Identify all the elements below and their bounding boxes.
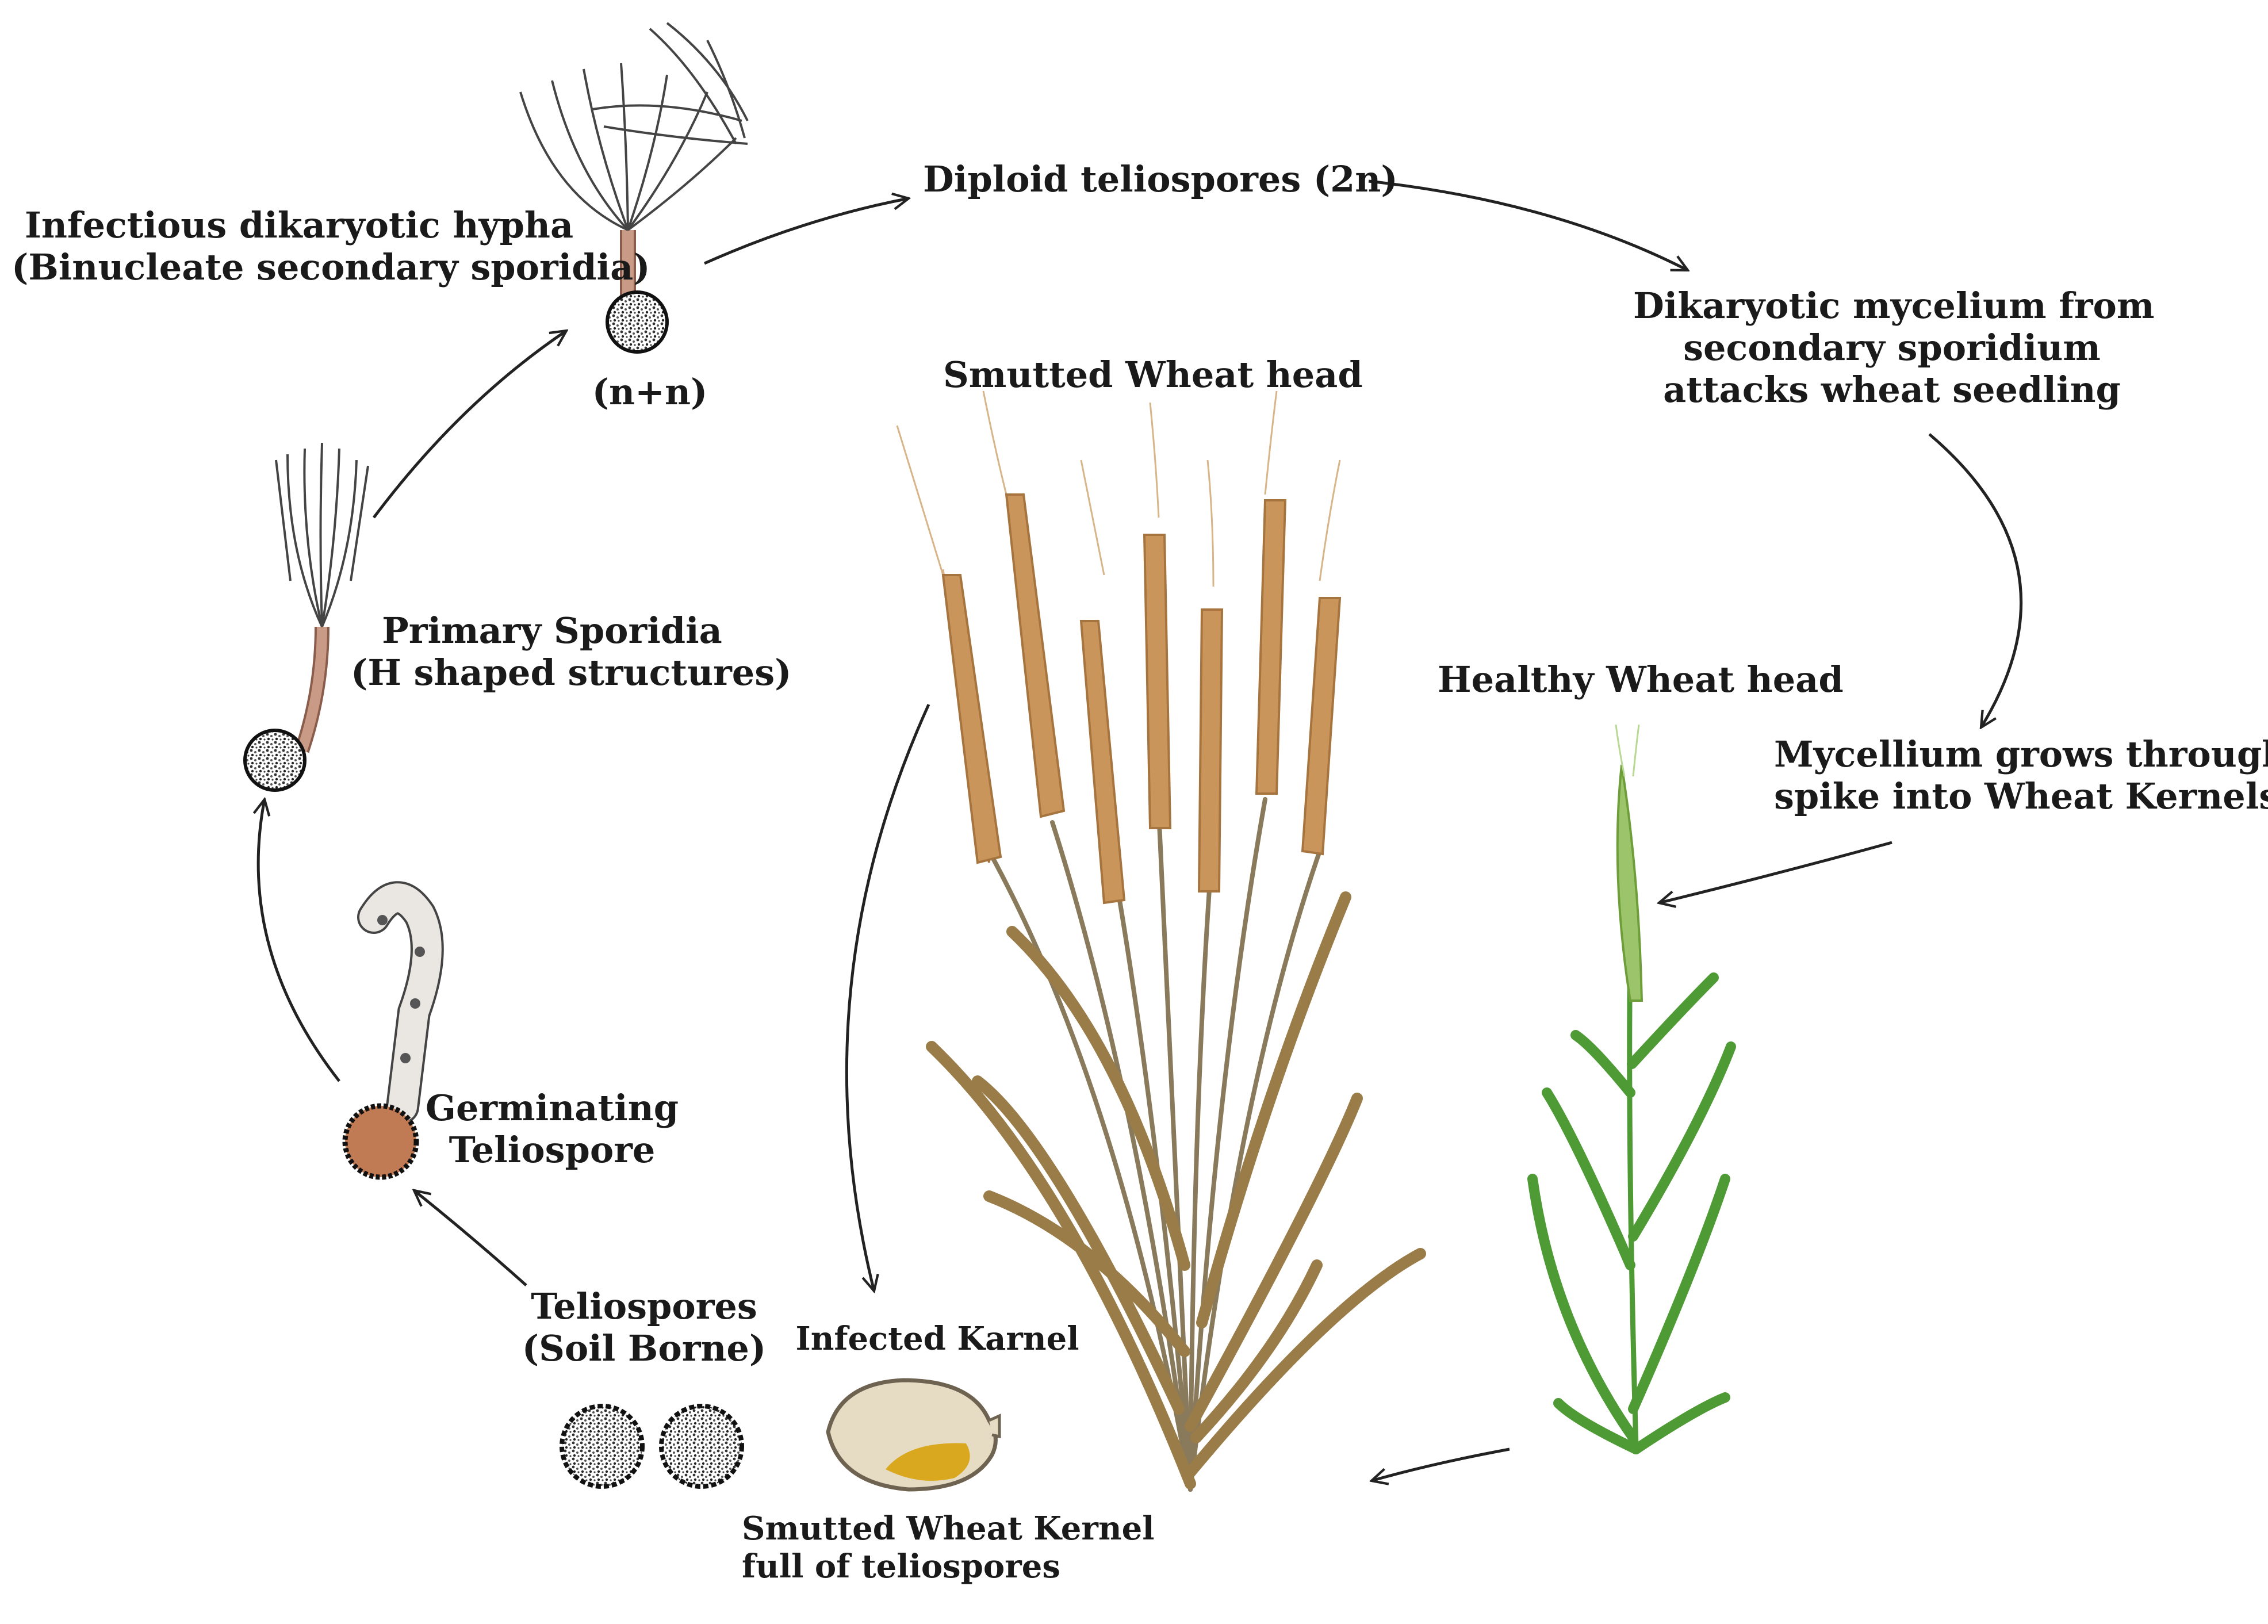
arrow-grows-to-healthy <box>1659 841 1892 903</box>
label-smutted-kernel-line2: full of teliospores <box>742 1548 1060 1586</box>
primary-sporidia-illustration <box>243 442 369 792</box>
label-dikaryotic-mycelium-line1: Dikaryotic mycelium from <box>1633 285 2155 327</box>
label-infected-karnel: Infected Karnel <box>795 1320 1079 1358</box>
label-primary-sporidia-line2: (H shaped structures) <box>351 652 792 694</box>
label-teliospores-line2: (Soil Borne) <box>522 1327 767 1370</box>
label-primary-sporidia: Primary Sporidia (H shaped structures) <box>351 610 792 694</box>
cycle-arrows <box>258 179 2023 1481</box>
arrow-hypha-to-diploid <box>703 198 909 265</box>
label-dikaryotic-mycelium: Dikaryotic mycelium from secondary spori… <box>1633 285 2155 411</box>
smutted-wheat-plant <box>896 390 1426 1492</box>
label-dikaryotic-mycelium-line3: attacks wheat seedling <box>1663 369 2121 411</box>
arrow-soil-to-germinating <box>414 1190 527 1286</box>
arrow-germinating-to-primary <box>258 799 340 1082</box>
smutted-kernel-illustration <box>826 1378 1001 1492</box>
label-teliospores-line1: Teliospores <box>531 1285 757 1327</box>
arrow-healthy-to-kernel <box>1371 1447 1510 1481</box>
label-germinating-teliospore: Germinating Teliospore <box>426 1087 679 1171</box>
label-smutted-wheat-head: Smutted Wheat head <box>943 354 1363 396</box>
arrow-smutted-to-infected <box>845 703 930 1291</box>
label-germinating-line2: Teliospore <box>449 1129 656 1171</box>
arrow-diploid-to-mycelium <box>1368 179 1688 272</box>
label-dikaryotic-mycelium-line2: secondary sporidium <box>1683 327 2101 369</box>
label-infectious-hypha-line2: (Binucleate secondary sporidia) <box>12 246 650 289</box>
label-smutted-wheat-kernel: Smutted Wheat Kernel full of teliospores <box>742 1510 1179 1585</box>
arrow-mycelium-to-grows <box>1928 433 2023 727</box>
label-smutted-kernel-line1: Smutted Wheat Kernel <box>742 1510 1155 1548</box>
germinating-teliospore-illustration <box>342 881 444 1180</box>
soil-teliospores-illustration <box>560 1404 744 1489</box>
label-infectious-hypha-line1: Infectious dikaryotic hypha <box>24 204 574 246</box>
label-germinating-line1: Germinating <box>426 1087 679 1129</box>
label-healthy-wheat-head: Healthy Wheat head <box>1438 658 1844 700</box>
label-mycelium-grows-line2: spike into Wheat Kernels <box>1774 775 2268 818</box>
label-primary-sporidia-line1: Primary Sporidia <box>382 610 722 652</box>
label-mycelium-grows: Mycellium grows through spike into Wheat… <box>1774 733 2268 818</box>
arrow-primary-to-hypha <box>373 331 566 519</box>
label-mycelium-grows-line1: Mycellium grows through <box>1774 733 2268 775</box>
infectious-hypha-illustration <box>519 22 749 354</box>
label-infectious-hypha: Infectious dikaryotic hypha (Binucleate … <box>12 204 650 289</box>
label-teliospores-soil-borne: Teliospores (Soil Borne) <box>518 1285 771 1369</box>
label-n-plus-n: (n+n) <box>592 371 708 413</box>
healthy-wheat-plant <box>1527 724 1736 1454</box>
label-diploid-teliospores: Diploid teliospores (2n) <box>923 158 1398 200</box>
